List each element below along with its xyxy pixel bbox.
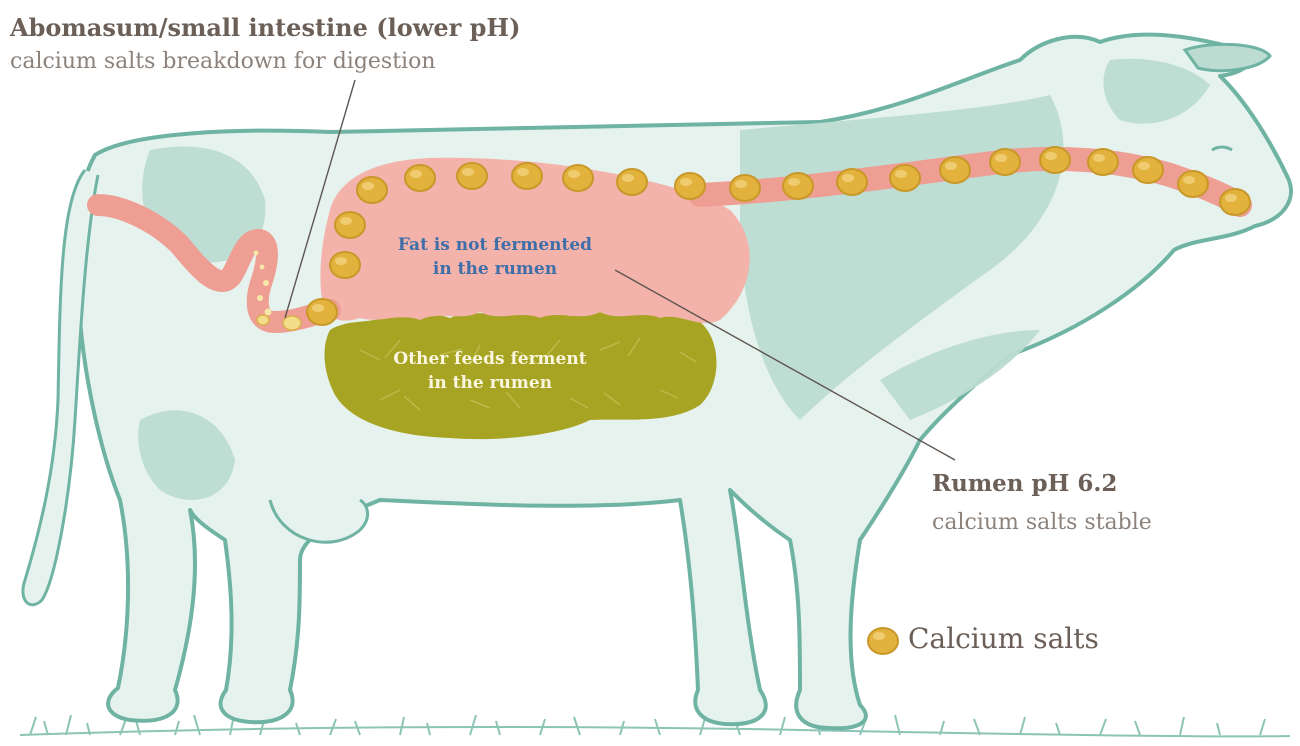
calcium-salt-dot — [783, 173, 813, 199]
calcium-salt-highlight — [462, 168, 474, 176]
calcium-salt-highlight — [568, 170, 580, 178]
calcium-salt-highlight — [517, 168, 529, 176]
calcium-salt-dot — [563, 165, 593, 191]
fat-label-line-2: in the rumen — [395, 257, 595, 281]
rumen-title: Rumen pH 6.2 — [932, 470, 1117, 497]
calcium-salt-dot — [940, 157, 970, 183]
cow-tail — [23, 170, 98, 605]
calcium-salt-dot — [357, 177, 387, 203]
calcium-salt-dot — [837, 169, 867, 195]
calcium-salt-highlight — [735, 180, 747, 188]
calcium-salt-highlight — [680, 178, 692, 186]
calcium-salt-highlight — [410, 170, 422, 178]
calcium-salt-dot — [405, 165, 435, 191]
calcium-salt-dot — [617, 169, 647, 195]
calcium-salt-highlight — [312, 304, 324, 312]
feed-label: Other feeds ferment in the rumen — [390, 347, 590, 395]
calcium-salt-highlight — [340, 217, 352, 225]
calcium-salt-dot — [675, 173, 705, 199]
calcium-salt-dot — [1178, 171, 1208, 197]
legend-label: Calcium salts — [908, 622, 1099, 655]
fat-label: Fat is not fermented in the rumen — [395, 233, 595, 281]
feed-label-line-2: in the rumen — [390, 371, 590, 395]
calcium-salt-dot — [1220, 189, 1250, 215]
calcium-salt-dot — [890, 165, 920, 191]
abomasum-title: Abomasum/small intestine (lower pH) — [10, 13, 520, 42]
fat-label-line-1: Fat is not fermented — [395, 233, 595, 257]
calcium-salt-dot — [335, 212, 365, 238]
calcium-salt-dot — [1133, 157, 1163, 183]
feed-label-line-1: Other feeds ferment — [390, 347, 590, 371]
calcium-salt-dot — [730, 175, 760, 201]
calcium-salt-dot — [330, 252, 360, 278]
calcium-salt-dot — [1088, 149, 1118, 175]
calcium-salt-highlight — [995, 154, 1007, 162]
calcium-salt-highlight — [622, 174, 634, 182]
calcium-salt-dot — [307, 299, 337, 325]
calcium-salt-dot — [512, 163, 542, 189]
calcium-salt-dot — [990, 149, 1020, 175]
calcium-salt-highlight — [1225, 194, 1237, 202]
calcium-salt-highlight — [1183, 176, 1195, 184]
calcium-salt-dot — [1040, 147, 1070, 173]
grass — [20, 715, 1290, 736]
rumen-subtitle: calcium salts stable — [932, 510, 1152, 535]
calcium-salt-highlight — [945, 162, 957, 170]
legend-dot — [868, 628, 898, 654]
calcium-salt-highlight — [895, 170, 907, 178]
calcium-salt-highlight — [842, 174, 854, 182]
cow-ear — [1185, 44, 1270, 70]
calcium-salt-highlight — [1093, 154, 1105, 162]
calcium-salt-highlight — [335, 257, 347, 265]
calcium-salt-highlight — [1045, 152, 1057, 160]
abomasum-subtitle: calcium salts breakdown for digestion — [10, 49, 436, 74]
calcium-salt-highlight — [1138, 162, 1150, 170]
calcium-salt-highlight — [788, 178, 800, 186]
calcium-salt-dot — [457, 163, 487, 189]
calcium-salt-highlight — [362, 182, 374, 190]
